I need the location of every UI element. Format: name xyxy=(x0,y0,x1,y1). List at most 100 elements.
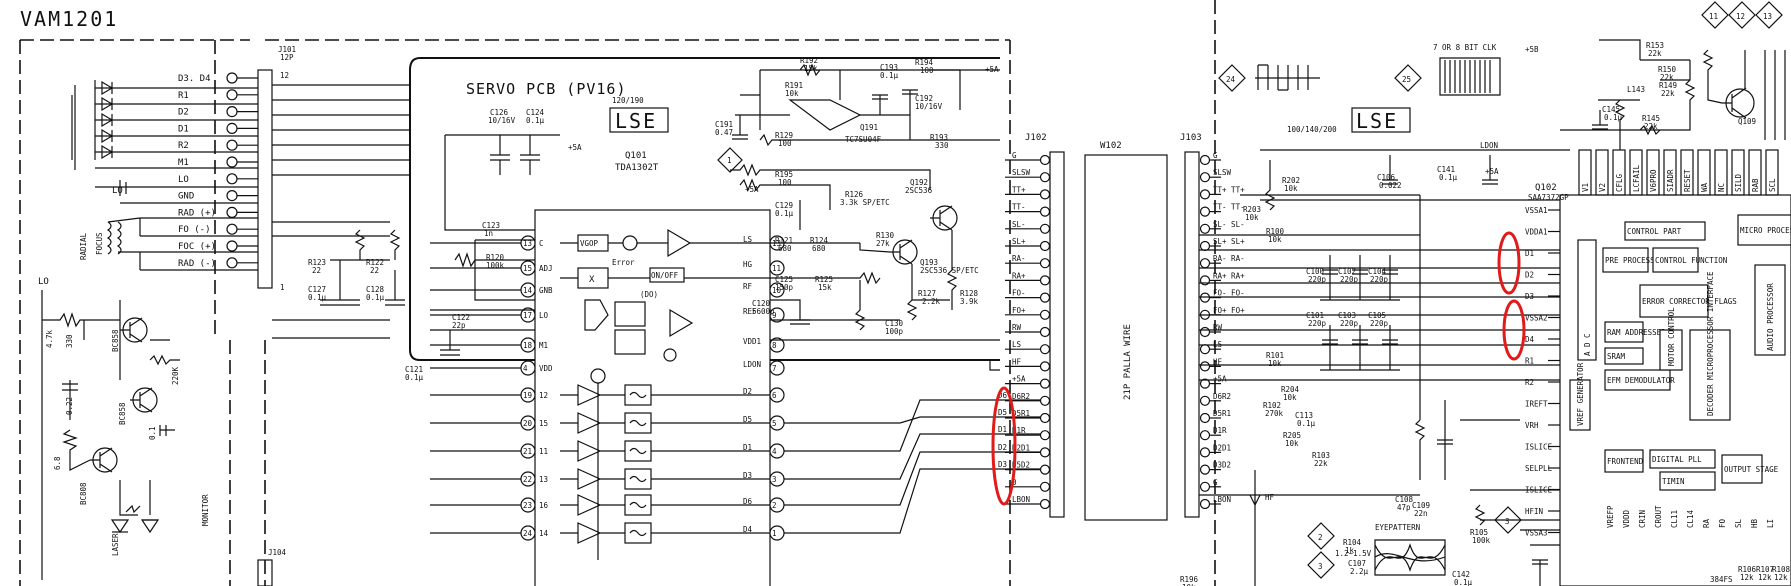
laser-diode-icon xyxy=(110,519,130,534)
dsp-top-pin-label: SIADR xyxy=(1666,169,1675,192)
sine-icon xyxy=(629,501,647,509)
svg-text:10/16V: 10/16V xyxy=(915,102,943,111)
dsp-top-pin xyxy=(1663,149,1677,196)
dsp-bottom-pin-label: LI xyxy=(1766,519,1775,528)
svg-text:680: 680 xyxy=(812,244,826,253)
svg-text:R121: R121 xyxy=(775,236,793,245)
dsp-part-value: 12k xyxy=(1758,573,1772,582)
dsp-top-pin-label: V2 xyxy=(1598,183,1607,192)
dsp-block-label: EFM DEMODULATOR xyxy=(1607,376,1675,385)
j103-pins-label: D6R2 xyxy=(1213,392,1231,401)
dsp-part-value: 10k xyxy=(1268,359,1282,368)
servo-right-pin-label: LDON xyxy=(743,360,761,369)
dsp-left-pin-label: VSSA3 xyxy=(1525,529,1548,538)
svg-text:R195: R195 xyxy=(775,170,793,179)
ic-pin-icon xyxy=(769,282,785,298)
j103-pins-label: SL- SL- xyxy=(1213,220,1245,229)
svg-text:2: 2 xyxy=(1318,533,1323,542)
svg-text:3: 3 xyxy=(1318,562,1323,571)
diode-icon xyxy=(95,80,114,96)
amplifier-icon xyxy=(577,468,602,490)
j101-label: J101 xyxy=(278,45,296,54)
dsp-left-pin-label: D3 xyxy=(1525,292,1534,301)
j102-pins-label: LS xyxy=(1012,340,1022,349)
dsp-block-label: MICRO PROCESSOR INTERFACE xyxy=(1740,226,1791,235)
dsp-ic-part: SAA7372GP xyxy=(1528,193,1569,202)
test-point-1-icon xyxy=(717,147,743,173)
test-point-11-icon xyxy=(1701,1,1729,29)
j101-bot: 1 xyxy=(280,283,285,292)
servo-right-pin-label: D1 xyxy=(743,443,752,452)
j103-pins-label: D3D2 xyxy=(1213,461,1231,470)
svg-text:100: 100 xyxy=(778,178,792,187)
servo-left-pin-label: ADJ xyxy=(539,264,553,273)
dsp-block-label: AUDIO PROCESSOR xyxy=(1766,283,1775,351)
dsp-part-value: 22n xyxy=(1414,509,1428,518)
servo-right-pin-number: 1 xyxy=(772,529,777,538)
dsp-top-pin-label: CFLG xyxy=(1615,173,1624,192)
dsp-block xyxy=(1754,264,1786,356)
laser-driver: LO xyxy=(38,277,180,580)
w102-label: W102 xyxy=(1100,141,1122,151)
connector-pin-icon xyxy=(1199,361,1211,372)
j102-pins-label: RW xyxy=(1012,323,1022,332)
ic-pin-icon xyxy=(769,337,785,353)
dsp-part-value: 12k xyxy=(1774,573,1788,582)
servo-right-pin-number: 3 xyxy=(772,475,777,484)
j102-pins-label: TT- xyxy=(1012,203,1026,212)
svg-text:0.1µ: 0.1µ xyxy=(526,116,545,125)
servo-left-pin-label: 14 xyxy=(539,529,549,538)
svg-text:R122: R122 xyxy=(366,258,384,267)
servo-right-pin-label: VDD1 xyxy=(743,337,761,346)
dsp-left-pin-label: VSSA2 xyxy=(1525,314,1548,323)
dsp-top-pin xyxy=(1714,149,1728,196)
laser-q2: BC858 xyxy=(118,402,127,425)
dsp-part-value: 10k xyxy=(1284,184,1298,193)
dsp-part-ref: R101 xyxy=(1266,351,1284,360)
dsp-part-value: 10k xyxy=(1283,393,1297,402)
connector-pin-icon xyxy=(1039,172,1051,183)
highlight-dsp-d-inputs xyxy=(1497,231,1521,295)
svg-text:+5A: +5A xyxy=(745,185,759,194)
dsp-block-label: VREF GENERATOR xyxy=(1576,362,1585,426)
servo-title: SERVO PCB (PV16) xyxy=(466,80,627,98)
dsp-part-ref: C141 xyxy=(1437,165,1455,174)
svg-text:R191: R191 xyxy=(785,81,803,90)
servo-output-wire xyxy=(784,468,1041,534)
dsp-block-label: SRAM xyxy=(1607,352,1626,361)
lo-label: LO xyxy=(112,186,123,196)
j103-pins-label: FO- FO- xyxy=(1213,289,1245,298)
test-point-2-icon xyxy=(1307,522,1335,550)
dsp-block xyxy=(1659,471,1716,491)
amplifier-icon xyxy=(577,412,602,434)
dsp-top-pin xyxy=(1578,149,1592,196)
connector-pin-icon xyxy=(1199,172,1211,183)
servo-left-pin-label: 16 xyxy=(539,501,549,510)
dsp-part-ref: R203 xyxy=(1243,205,1261,214)
dsp-top-pin xyxy=(1629,149,1643,196)
filter-block xyxy=(614,329,646,355)
dsp-part-value: 0.1µ xyxy=(1454,578,1473,586)
servo-right-pin-number: 9 xyxy=(772,311,777,320)
j103-pins-label: RW xyxy=(1213,323,1223,332)
j103-pins-label: HF xyxy=(1213,357,1223,366)
svg-text:C120: C120 xyxy=(752,299,771,308)
servo-voltage: 120/190 xyxy=(612,96,644,105)
dsp-block xyxy=(1604,449,1644,473)
dsp-left-pin-label: VRH xyxy=(1525,421,1539,430)
dsp-top-pin-label: RAB xyxy=(1751,178,1760,192)
svg-text:2.2k: 2.2k xyxy=(922,297,941,306)
connector-pin-icon xyxy=(1199,430,1211,441)
svg-text:C192: C192 xyxy=(915,94,933,103)
dsp-block-label: TIMIN xyxy=(1662,477,1685,486)
ic-pin-icon xyxy=(769,260,785,276)
connector-pin-icon xyxy=(1199,344,1211,355)
dsp-top-pin xyxy=(1646,149,1660,196)
connector-pin-icon xyxy=(226,89,238,101)
svg-text:R123: R123 xyxy=(308,258,326,267)
dsp-part-value: 10k xyxy=(1268,235,1282,244)
dsp-lse-box xyxy=(1351,107,1411,133)
servo-ic-body xyxy=(534,209,771,586)
dsp-part-ref: R145 xyxy=(1642,114,1660,123)
